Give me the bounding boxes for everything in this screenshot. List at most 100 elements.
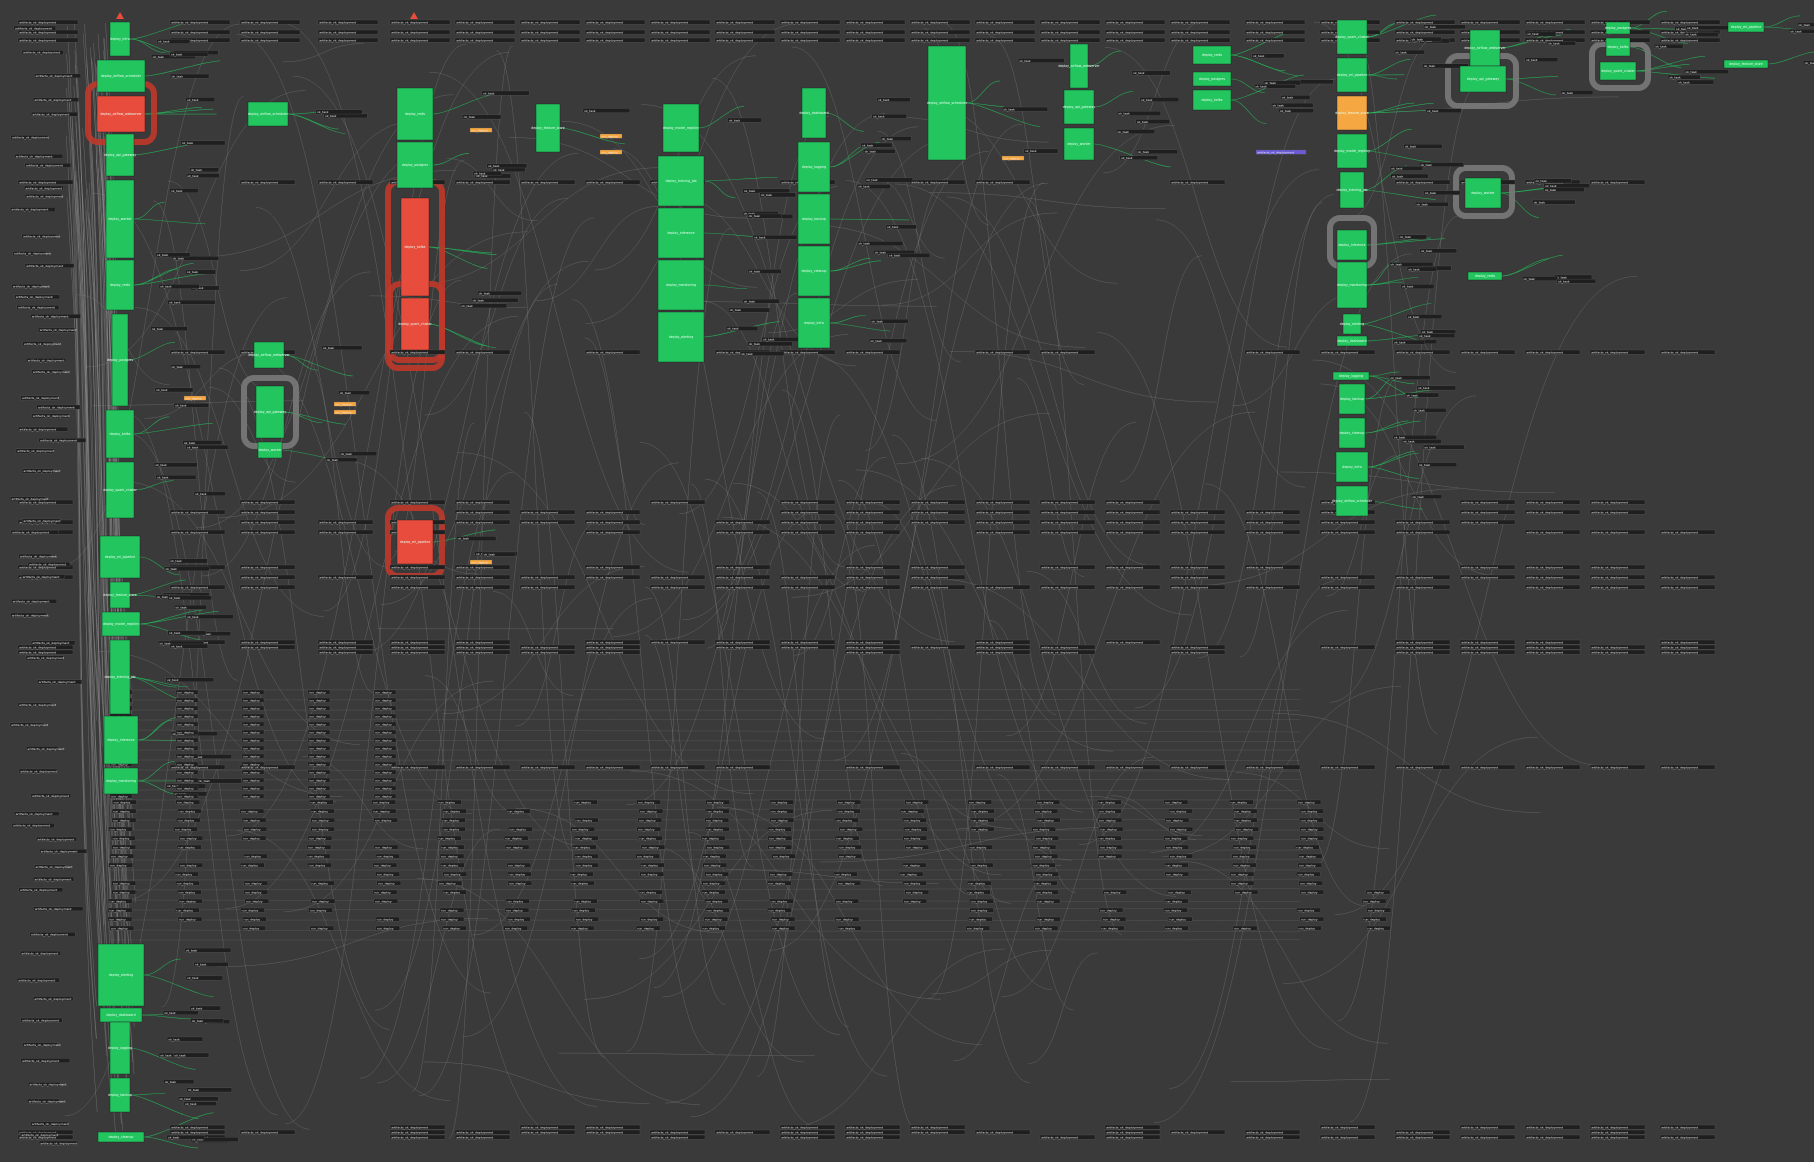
- edge-label-chip[interactable]: artifacts_ok_deployment: [1319, 644, 1376, 650]
- edge-label-chip[interactable]: artifacts_ok_deployment: [1589, 529, 1646, 535]
- pipeline-task-node[interactable]: deploy_worker: [1464, 177, 1502, 209]
- edge-label-chip[interactable]: ok_task: [739, 351, 785, 356]
- pipeline-task-node[interactable]: deploy_model_registry: [101, 611, 141, 637]
- edge-label-chip[interactable]: artifacts_ok_deployment: [11, 599, 57, 604]
- edge-label-chip[interactable]: artifacts_ok_deployment: [1244, 37, 1306, 43]
- edge-label-chip[interactable]: artifacts_ok_deployment: [714, 574, 771, 580]
- edge-label-chip[interactable]: artifacts_ok_deployment: [844, 584, 901, 590]
- edge-label-chip[interactable]: artifacts_ok_deployment: [454, 1134, 511, 1140]
- edge-label-chip[interactable]: run_deploy: [1031, 826, 1056, 832]
- edge-label-chip[interactable]: ok_task: [1425, 108, 1462, 113]
- edge-label-chip[interactable]: artifacts_ok_deployment: [389, 644, 446, 650]
- edge-label-chip[interactable]: artifacts_ok_deployment: [29, 932, 76, 937]
- edge-label-chip[interactable]: artifacts_ok_deployment: [10, 496, 49, 501]
- edge-label-chip[interactable]: run_deploy: [1035, 799, 1060, 805]
- edge-label-chip[interactable]: artifacts_ok_deployment: [317, 644, 374, 650]
- edge-label-chip[interactable]: artifacts_ok_deployment: [519, 37, 581, 43]
- edge-label-chip[interactable]: artifacts_ok_deployment: [239, 37, 301, 43]
- edge-label-chip[interactable]: run_deploy: [440, 844, 465, 850]
- edge-label-chip[interactable]: ok_task: [742, 298, 780, 304]
- pipeline-task-node[interactable]: deploy_ml_pipeline: [1727, 21, 1765, 33]
- edge-label-chip[interactable]: run_deploy: [705, 826, 730, 832]
- edge-label-chip[interactable]: run_deploy: [241, 777, 265, 783]
- edge-label-chip[interactable]: artifacts_ok_deployment: [1394, 1134, 1451, 1140]
- edge-label-chip[interactable]: run_deploy: [1231, 862, 1257, 868]
- edge-label-chip[interactable]: run_deploy: [969, 862, 994, 868]
- edge-label-chip[interactable]: run_deploy: [837, 925, 862, 931]
- edge-label-chip[interactable]: artifacts_ok_deployment: [1524, 584, 1581, 590]
- edge-label-chip[interactable]: artifacts_ok_deployment: [1244, 564, 1301, 570]
- edge-label-chip[interactable]: artifacts_ok_deployment: [714, 644, 771, 650]
- edge-label-chip[interactable]: run_deploy: [373, 745, 397, 751]
- edge-label-chip[interactable]: artifacts_ok_deployment: [1169, 574, 1226, 580]
- edge-label-chip[interactable]: artifacts_ok_deployment: [17, 179, 74, 185]
- edge-label-chip[interactable]: run_deploy: [503, 835, 529, 841]
- edge-label-chip[interactable]: run_deploy: [704, 871, 729, 877]
- edge-label-chip[interactable]: run_deploy: [701, 925, 726, 931]
- pipeline-task-node[interactable]: deploy_airflow_scheduler: [96, 59, 146, 93]
- edge-label-chip[interactable]: artifacts_ok_deployment: [389, 29, 451, 35]
- edge-label-chip[interactable]: artifacts_ok_deployment: [169, 19, 231, 25]
- edge-label-chip[interactable]: run_deploy: [107, 907, 133, 913]
- pipeline-task-node[interactable]: deploy_airflow_webserver: [1058, 43, 1100, 89]
- edge-label-chip[interactable]: artifacts_ok_deployment: [1394, 644, 1451, 650]
- edge-label-chip[interactable]: ok_task: [1803, 60, 1814, 65]
- edge-label-chip[interactable]: artifacts_ok_deployment: [389, 584, 446, 590]
- edge-label-chip[interactable]: ok_task: [1423, 24, 1466, 30]
- edge-label-chip[interactable]: artifacts_ok_deployment: [1394, 29, 1456, 35]
- edge-label-chip[interactable]: artifacts_ok_deployment: [1039, 649, 1096, 655]
- edge-label-chip[interactable]: run_deploy: [1232, 844, 1257, 850]
- edge-label-chip[interactable]: artifacts_ok_deployment: [844, 1134, 901, 1140]
- edge-label-chip[interactable]: run_deploy: [175, 793, 199, 799]
- edge-label-chip[interactable]: run_deploy: [1033, 880, 1058, 886]
- edge-label-chip[interactable]: artifacts_ok_deployment: [169, 1124, 226, 1130]
- edge-label-chip[interactable]: artifacts_ok_deployment: [10, 529, 59, 535]
- edge-label-chip[interactable]: run_deploy: [771, 853, 796, 859]
- edge-label-chip[interactable]: artifacts_ok_deployment: [974, 179, 1031, 185]
- edge-label-chip[interactable]: run_deploy: [904, 889, 929, 895]
- edge-label-chip[interactable]: run_deploy: [1164, 925, 1189, 931]
- edge-label-chip[interactable]: run_deploy: [373, 898, 398, 904]
- edge-label-chip[interactable]: run_deploy: [241, 769, 265, 775]
- edge-label-chip[interactable]: artifacts_ok_deployment: [1104, 37, 1166, 43]
- edge-label-chip[interactable]: run_deploy: [306, 853, 331, 859]
- edge-label-chip[interactable]: run_deploy: [507, 880, 532, 886]
- edge-label-chip[interactable]: run_deploy: [307, 729, 331, 735]
- edge-label-chip[interactable]: artifacts_ok_deployment: [1524, 509, 1581, 515]
- edge-label-chip[interactable]: run_deploy: [442, 808, 467, 814]
- edge-label-chip[interactable]: artifacts_ok_deployment: [37, 679, 82, 685]
- edge-label-chip[interactable]: ok_task: [1543, 187, 1585, 192]
- edge-label-chip[interactable]: run_deploy: [639, 916, 664, 922]
- edge-label-chip[interactable]: artifacts_ok_deployment: [1394, 519, 1451, 525]
- edge-label-chip[interactable]: run_deploy: [243, 880, 268, 886]
- edge-label-chip[interactable]: ok_task: [170, 73, 210, 79]
- pipeline-task-node[interactable]: deploy_monitoring: [103, 767, 139, 795]
- edge-label-chip[interactable]: run_deploy: [767, 844, 792, 850]
- edge-label-chip[interactable]: ok_task: [887, 253, 930, 258]
- edge-label-chip[interactable]: artifacts_ok_deployment: [454, 509, 511, 515]
- edge-label-chip[interactable]: run_deploy: [1366, 925, 1391, 931]
- edge-label-chip[interactable]: artifacts_ok_deployment: [1039, 37, 1101, 43]
- edge-label-chip[interactable]: ok_task: [1280, 95, 1311, 100]
- edge-label-chip[interactable]: run_deploy: [371, 808, 397, 814]
- edge-label-chip[interactable]: run_deploy: [904, 799, 929, 805]
- edge-label-chip[interactable]: artifacts_ok_deployment: [1104, 519, 1161, 525]
- edge-label-chip[interactable]: artifacts_ok_deployment: [1319, 1134, 1376, 1140]
- pipeline-task-node[interactable]: deploy_backup: [108, 1077, 132, 1113]
- edge-label-chip[interactable]: artifacts_ok_deployment: [25, 655, 65, 661]
- edge-label-chip[interactable]: ok_task: [1271, 102, 1314, 108]
- edge-label-chip[interactable]: ok_task: [1392, 339, 1425, 345]
- edge-label-chip[interactable]: artifacts_ok_deployment: [1589, 644, 1646, 650]
- edge-label-chip[interactable]: ok_task: [1525, 31, 1556, 37]
- edge-label-chip[interactable]: artifacts_ok_deployment: [974, 509, 1031, 515]
- edge-label-chip[interactable]: artifacts_ok_deployment: [1459, 499, 1516, 505]
- edge-label-chip[interactable]: run_deploy: [638, 808, 664, 814]
- edge-label-chip[interactable]: artifacts_ok_deployment: [169, 509, 226, 515]
- edge-label-chip[interactable]: run_deploy: [1229, 799, 1254, 805]
- pipeline-task-node[interactable]: deploy_postgres: [1192, 71, 1232, 87]
- edge-label-chip[interactable]: run_deploy: [1232, 925, 1258, 931]
- edge-label-chip[interactable]: run_deploy: [1034, 871, 1059, 877]
- edge-label-chip[interactable]: run_deploy: [902, 880, 927, 886]
- edge-label-chip[interactable]: ok_task: [1556, 278, 1596, 284]
- edge-label-chip[interactable]: run_deploy: [569, 925, 595, 931]
